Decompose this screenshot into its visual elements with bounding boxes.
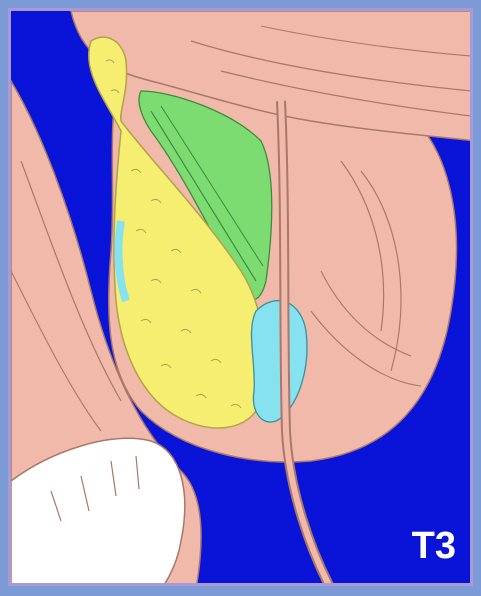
stage-label: T3 — [412, 527, 456, 565]
anatomy-illustration — [11, 11, 473, 586]
diagram-panel: T3 — [8, 8, 473, 586]
